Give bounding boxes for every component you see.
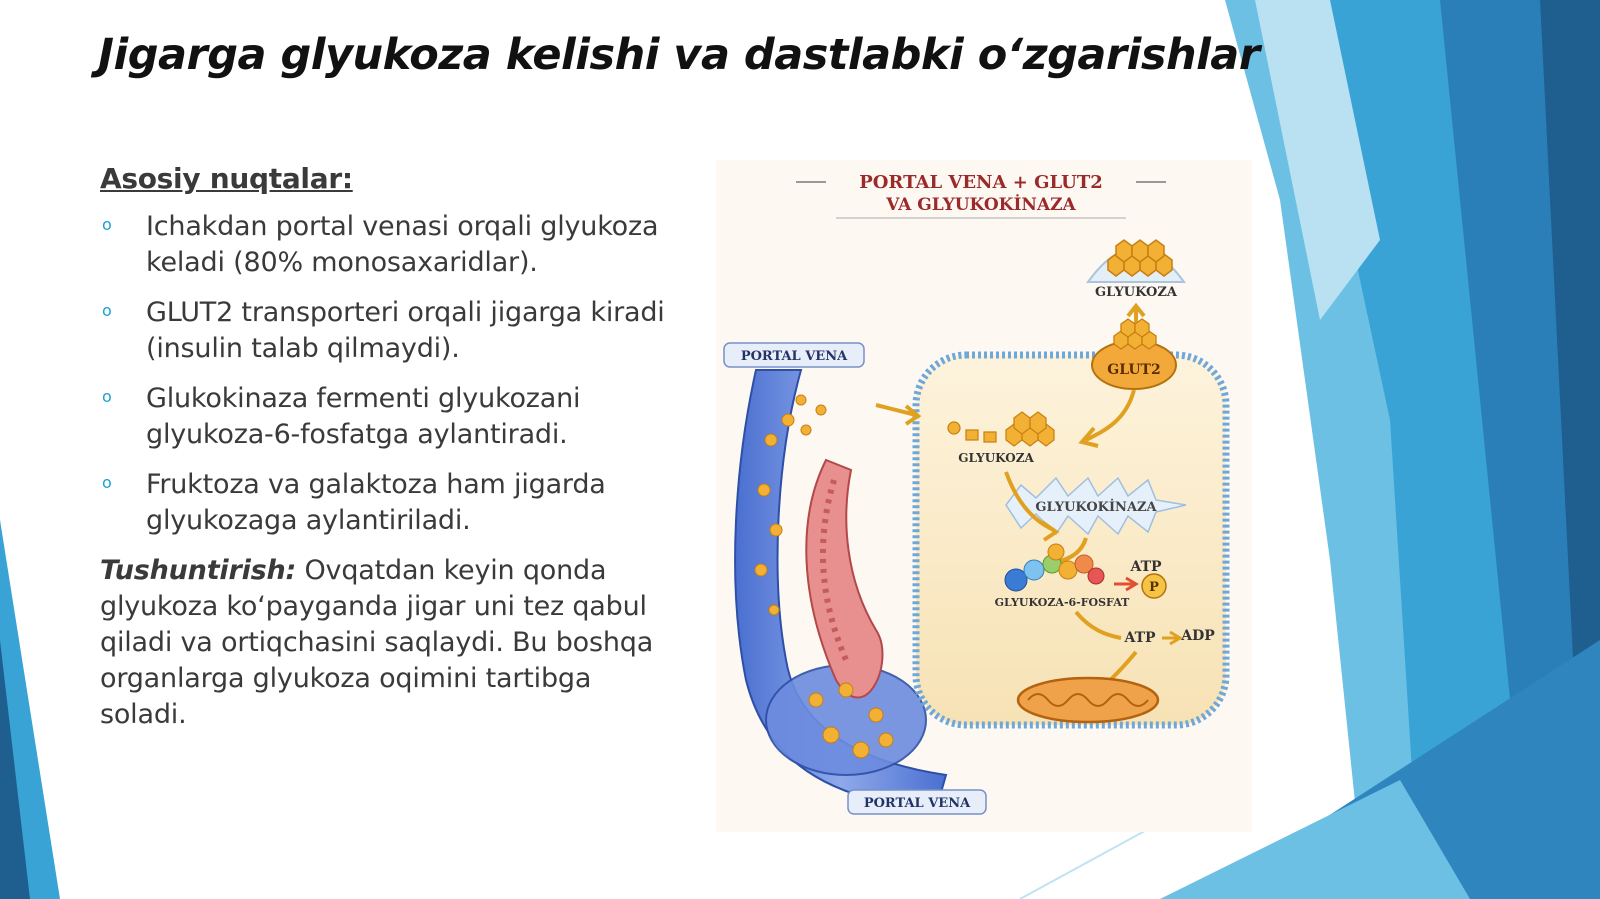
ring-bullet-icon: o [102, 301, 112, 320]
explanation-paragraph: Tushuntirish: Ovqatdan keyin qonda glyuk… [100, 553, 680, 733]
phosphate-icon [1141, 573, 1167, 599]
bullet-text: GLUT2 transporteri orqali jigarga kiradi… [146, 297, 665, 364]
bullet-text: Ichakdan portal venasi orqali glyukoza k… [146, 211, 659, 278]
g6p-molecule-icon [1004, 543, 1105, 592]
ring-bullet-icon: o [102, 387, 112, 406]
inner-glucose-icon [947, 411, 1055, 447]
bullet-item: o GLUT2 transporteri orqali jigarga kira… [100, 295, 680, 367]
bullet-item: o Ichakdan portal venasi orqali glyukoza… [100, 209, 680, 281]
section-heading: Asosiy nuqtalar: [100, 162, 353, 195]
content-panel: Asosiy nuqtalar: o Ichakdan portal venas… [100, 162, 680, 733]
liver-cell [912, 351, 1230, 729]
bullet-item: o Fruktoza va galaktoza ham jigarda glyu… [100, 467, 680, 539]
explanation-label: Tushuntirish: [100, 555, 297, 586]
label-atp-1: ATP [1129, 559, 1162, 575]
label-glut2: GLUT2 [1107, 362, 1160, 378]
portal-vena-tag-top [723, 342, 865, 368]
label-g6p: GLYUKOZA-6-FOSFAT [995, 596, 1131, 609]
arrow-phosphate-icon [1114, 576, 1139, 592]
arrow-to-enzyme-icon [1004, 471, 1060, 542]
arrow-into-cell-icon [875, 403, 922, 426]
arrow-glut2-down-icon [1078, 389, 1136, 448]
ring-bullet-icon: o [102, 473, 112, 492]
diagram-illustration: PORTAL VENA + GLUT2 VA GLYUKOKİNAZA GLYU… [716, 160, 1252, 832]
glucose-cluster-icon [1107, 239, 1173, 277]
explanation-text: Ovqatdan keyin qonda glyukoza ko‘paygand… [100, 555, 654, 730]
arrow-to-atp-icon [1074, 610, 1122, 640]
label-glyukoza-top: GLYUKOZA [1095, 285, 1178, 300]
label-glyukoza-inner: GLYUKOZA [958, 451, 1034, 465]
label-glyukokinaza: GLYUKOKİNAZA [1035, 499, 1157, 515]
bullet-text: Fruktoza va galaktoza ham jigarda glyuko… [146, 469, 606, 536]
slide-title: Jigarga glyukoza kelishi va dastlabki o‘… [98, 30, 1260, 80]
label-adp: ADP [1180, 628, 1215, 644]
label-portal-vena-top: PORTAL VENA [741, 349, 848, 364]
diagram-title-line1: PORTAL VENA + GLUT2 [859, 172, 1103, 193]
glut2-glucose-icon [1113, 318, 1157, 350]
label-p: P [1149, 580, 1159, 595]
glucose-particles [754, 394, 894, 759]
ring-bullet-icon: o [102, 215, 112, 234]
label-portal-vena-bottom: PORTAL VENA [864, 796, 971, 811]
bullet-text: Glukokinaza fermenti glyukozani glyukoza… [146, 383, 581, 450]
portal-vena-tag-bottom [847, 789, 987, 815]
bullet-list: o Ichakdan portal venasi orqali glyukoza… [100, 209, 680, 539]
arrow-adp-icon [1162, 630, 1183, 646]
diagram-title-line2: VA GLYUKOKİNAZA [885, 194, 1076, 215]
bullet-item: o Glukokinaza fermenti glyukozani glyuko… [100, 381, 680, 453]
glucokinase-enzyme [1005, 476, 1187, 536]
label-atp-2: ATP [1123, 630, 1156, 646]
